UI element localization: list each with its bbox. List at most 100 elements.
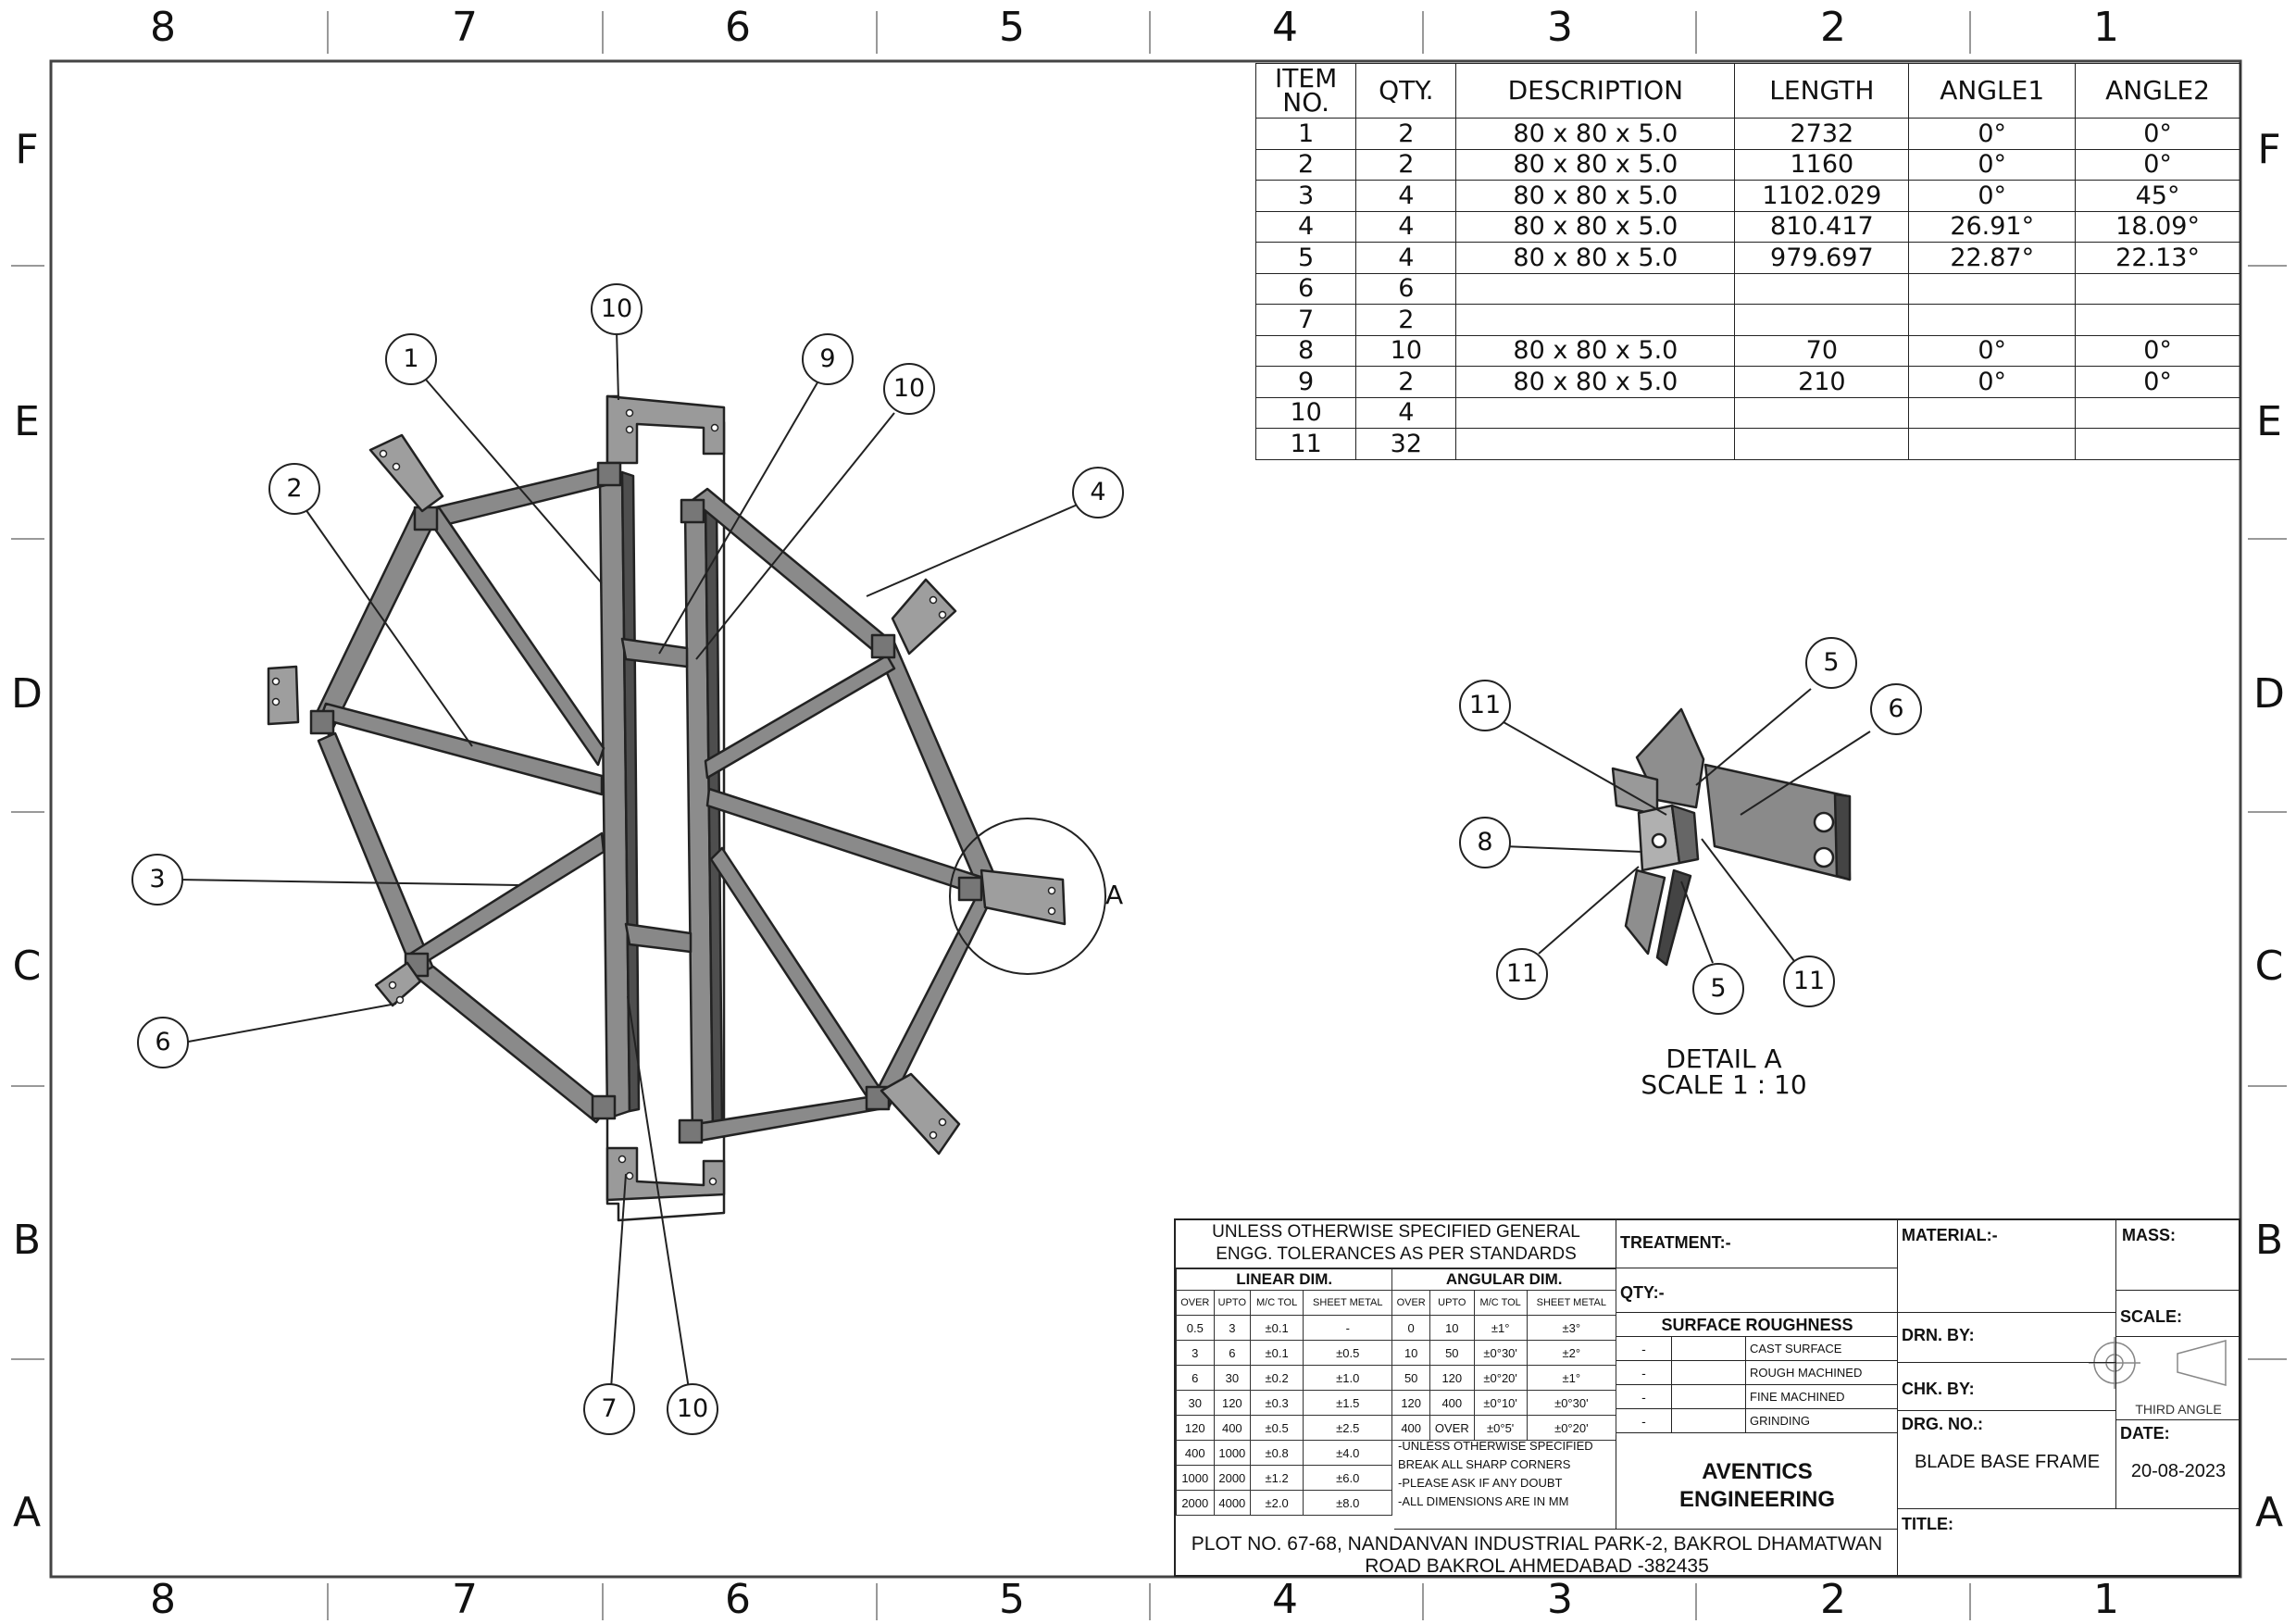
- bom-item-no: 5: [1254, 242, 1357, 274]
- general-note: -ALL DIMENSIONS ARE IN MM: [1398, 1494, 1569, 1508]
- mass-label: MASS:: [2122, 1226, 2176, 1244]
- spoke-lower-right: [709, 846, 883, 1104]
- tolerance-col-header: SHEET METAL: [1303, 1290, 1393, 1316]
- tolerance-col-header: UPTO: [1213, 1290, 1252, 1316]
- general-tolerance-header: UNLESS OTHERWISE SPECIFIED GENERAL ENGG.…: [1176, 1220, 1616, 1268]
- bom-description: 80 x 80 x 5.0: [1455, 118, 1736, 150]
- bom-length: 210: [1734, 366, 1910, 398]
- item-balloon: 11: [1496, 948, 1548, 1000]
- tolerance-cell: 30: [1176, 1390, 1215, 1416]
- item-balloon: 9: [802, 333, 854, 385]
- notes-cell: -UNLESS OTHERWISE SPECIFIED BREAK ALL SHA…: [1394, 1435, 1616, 1530]
- bom-angle1: 0°: [1908, 334, 2077, 367]
- checked-by-cell: CHK. BY:: [1898, 1363, 2116, 1411]
- tolerance-cell: ±0.3: [1250, 1390, 1304, 1416]
- date-value: 20-08-2023: [2130, 1461, 2227, 1481]
- zone-row-left: D: [11, 670, 43, 718]
- mount-tab-top-right: [891, 578, 957, 656]
- drawing-number-value: BLADE BASE FRAME: [1914, 1452, 2101, 1472]
- bom-length: 70: [1734, 334, 1910, 367]
- zone-column-bottom: 5: [999, 1576, 1025, 1623]
- bom-qty: 10: [1355, 334, 1457, 367]
- tolerance-cell: ±0.2: [1250, 1365, 1304, 1391]
- drawing-number-cell: DRG. NO.: BLADE BASE FRAME: [1898, 1411, 2116, 1509]
- title-label: TITLE:: [1902, 1515, 1953, 1533]
- spoke-left: [318, 702, 604, 796]
- tolerance-cell: 30: [1213, 1365, 1252, 1391]
- mass-cell: MASS:: [2116, 1220, 2240, 1291]
- bom-length: [1734, 428, 1910, 460]
- third-angle-projection-symbol: [2089, 1337, 2227, 1389]
- bom-length: 810.417: [1734, 210, 1910, 243]
- tolerance-cell: ±0.5: [1250, 1415, 1304, 1441]
- item-balloon: 7: [583, 1383, 635, 1435]
- tolerance-cell: ±2.5: [1303, 1415, 1393, 1441]
- roughness-label: ROUGH MACHINED: [1746, 1361, 1898, 1385]
- tolerance-cell: ±1.5: [1303, 1390, 1393, 1416]
- mount-tab-right: [980, 868, 1067, 926]
- bom-item-no: 3: [1254, 180, 1357, 212]
- tolerance-col-header: OVER: [1176, 1290, 1215, 1316]
- tolerance-cell: 1000: [1176, 1465, 1215, 1491]
- zone-row-right: F: [2257, 126, 2281, 173]
- plate-top: [605, 394, 726, 465]
- tolerance-cell: 400: [1213, 1415, 1252, 1441]
- bom-angle1: 0°: [1908, 366, 2077, 398]
- treatment-cell: TREATMENT:-: [1616, 1220, 1898, 1268]
- tolerance-cell: ±0°20': [1526, 1415, 1617, 1441]
- tolerance-cell: 50: [1391, 1365, 1430, 1391]
- company-name-line1: AVENTICS: [1702, 1459, 1813, 1484]
- item-balloon: 3: [131, 854, 183, 906]
- cross-member-lower: [624, 922, 693, 954]
- leader-lines-main: [177, 329, 1080, 1390]
- center-rail-left-face: [620, 470, 641, 1113]
- tolerance-col-header: OVER: [1391, 1290, 1430, 1316]
- general-note: BREAK ALL SHARP CORNERS: [1398, 1457, 1571, 1471]
- corner-block: [870, 633, 896, 659]
- drawn-by-label: DRN. BY:: [1902, 1326, 1975, 1344]
- zone-column-bottom: 2: [1820, 1576, 1846, 1623]
- tolerance-cell: 0.5: [1176, 1315, 1215, 1341]
- bom-angle2: 0°: [2075, 148, 2240, 181]
- general-note: -UNLESS OTHERWISE SPECIFIED: [1398, 1439, 1593, 1453]
- zone-row-left: A: [12, 1489, 42, 1536]
- material-label: MATERIAL:-: [1902, 1226, 1998, 1244]
- tolerance-cell: 1000: [1213, 1440, 1252, 1466]
- bom-header-angle1: ANGLE1: [1908, 63, 2077, 119]
- projection-label: THIRD ANGLE: [2135, 1402, 2222, 1417]
- bom-angle2: [2075, 396, 2240, 429]
- bom-angle1: [1908, 272, 2077, 305]
- roughness-value: [1672, 1409, 1746, 1433]
- zone-row-right: B: [2254, 1217, 2284, 1264]
- bill-of-materials: ITEM NO. QTY. DESCRIPTION LENGTH ANGLE1 …: [1254, 63, 2240, 460]
- item-balloon: 10: [591, 283, 643, 335]
- bom-item-no: 11: [1254, 428, 1357, 460]
- qty-cell: QTY:-: [1616, 1268, 1898, 1313]
- spoke-upper-right: [704, 654, 896, 780]
- item-balloon: 5: [1805, 637, 1857, 689]
- mount-tab-top-left: [368, 433, 444, 513]
- drawn-by-cell: DRN. BY:: [1898, 1313, 2116, 1363]
- zone-row-left: C: [12, 943, 42, 990]
- tolerance-cell: 400: [1391, 1415, 1430, 1441]
- tolerance-cell: 10: [1391, 1340, 1430, 1366]
- bom-qty: 4: [1355, 180, 1457, 212]
- tolerance-cell: ±3°: [1526, 1315, 1617, 1341]
- bom-angle1: 0°: [1908, 180, 2077, 212]
- item-balloon: 10: [883, 363, 935, 415]
- bom-length: 1102.029: [1734, 180, 1910, 212]
- bom-header-description: DESCRIPTION: [1455, 63, 1736, 119]
- address-line1: PLOT NO. 67-68, NANDANVAN INDUSTRIAL PAR…: [1191, 1533, 1883, 1555]
- zone-column-bottom: 3: [1547, 1576, 1573, 1623]
- corner-block: [309, 709, 335, 735]
- tolerance-cell: 120: [1176, 1415, 1215, 1441]
- zone-column-bottom: 8: [150, 1576, 176, 1623]
